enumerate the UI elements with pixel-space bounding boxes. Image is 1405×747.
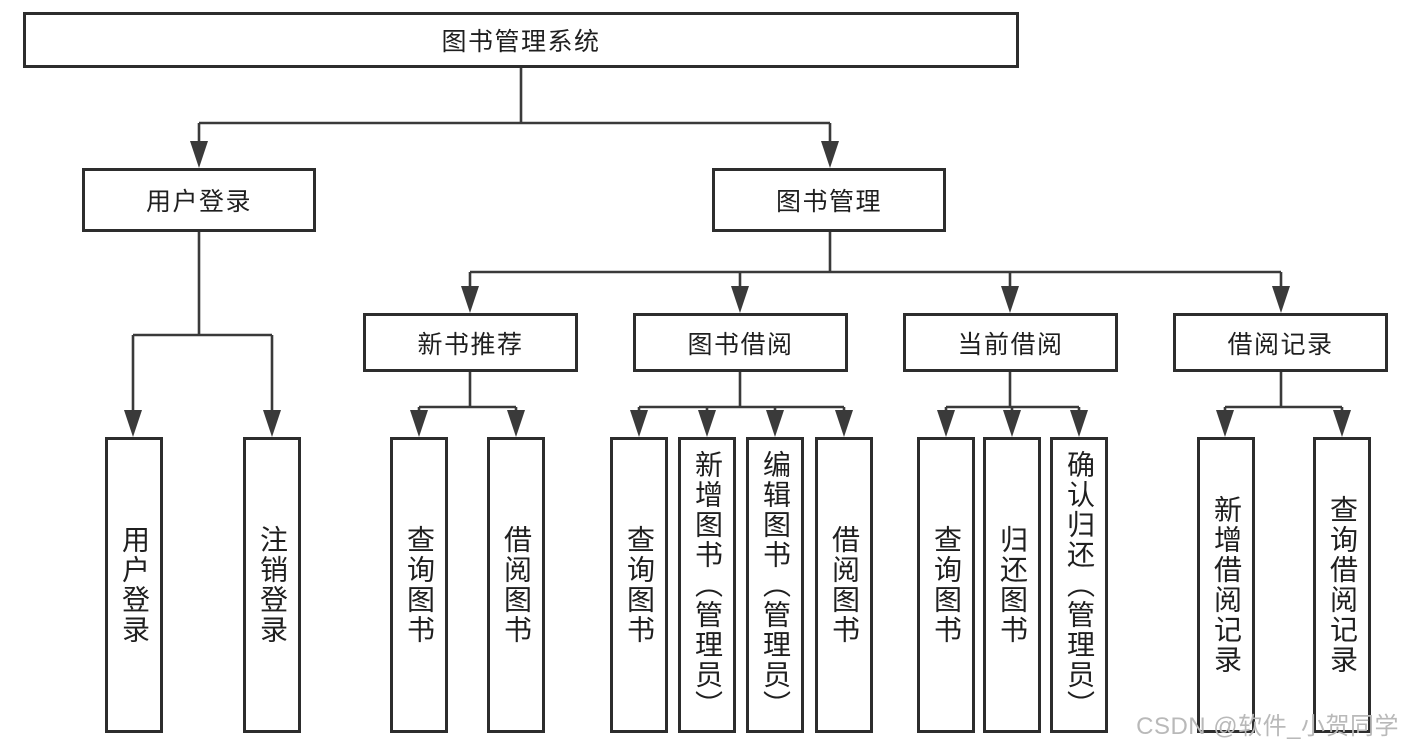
leaf-query-borrow-record-label: 查询借阅记录	[1327, 495, 1358, 675]
leaf-recommend-borrow-books: 借阅图书	[487, 437, 545, 733]
leaf-edit-books-admin: 编辑图书（管理员）	[746, 437, 804, 733]
leaf-edit-books-admin-label: 编辑图书（管理员）	[760, 450, 791, 720]
leaf-user-login: 用户登录	[105, 437, 163, 733]
node-borrow-records: 借阅记录	[1173, 313, 1388, 372]
leaf-borrow-query-books-label: 查询图书	[624, 525, 655, 645]
connector-book-borrow-children	[630, 372, 853, 437]
leaf-current-query-books: 查询图书	[917, 437, 975, 733]
leaf-add-borrow-record: 新增借阅记录	[1197, 437, 1255, 733]
node-current-borrow: 当前借阅	[903, 313, 1118, 372]
leaf-recommend-query-books: 查询图书	[390, 437, 448, 733]
node-user-login: 用户登录	[82, 168, 316, 232]
leaf-confirm-return-admin-label: 确认归还（管理员）	[1064, 450, 1095, 720]
leaf-user-login-label: 用户登录	[119, 525, 150, 645]
csdn-watermark: CSDN @软件_小贺同学	[1136, 713, 1399, 740]
leaf-logout-label: 注销登录	[257, 525, 288, 645]
leaf-return-books: 归还图书	[983, 437, 1041, 733]
connector-current-borrow-children	[937, 372, 1088, 437]
leaf-borrow-query-books: 查询图书	[610, 437, 668, 733]
leaf-add-borrow-record-label: 新增借阅记录	[1211, 495, 1242, 675]
leaf-recommend-borrow-books-label: 借阅图书	[501, 525, 532, 645]
node-book-borrow: 图书借阅	[633, 313, 848, 372]
leaf-add-books-admin: 新增图书（管理员）	[678, 437, 736, 733]
connector-new-book-recommend-children	[410, 372, 525, 437]
node-new-book-recommend: 新书推荐	[363, 313, 578, 372]
leaf-borrow-books: 借阅图书	[815, 437, 873, 733]
leaf-recommend-query-books-label: 查询图书	[404, 525, 435, 645]
leaf-return-books-label: 归还图书	[997, 525, 1028, 645]
node-library-management-system: 图书管理系统	[23, 12, 1019, 68]
leaf-add-books-admin-label: 新增图书（管理员）	[692, 450, 723, 720]
connector-root-to-level2	[190, 67, 839, 168]
connector-borrow-records-children	[1216, 372, 1351, 437]
connector-user-login-children	[124, 232, 281, 437]
leaf-confirm-return-admin: 确认归还（管理员）	[1050, 437, 1108, 733]
leaf-query-borrow-record: 查询借阅记录	[1313, 437, 1371, 733]
leaf-borrow-books-label: 借阅图书	[829, 525, 860, 645]
connector-book-management-children	[461, 232, 1290, 313]
leaf-logout: 注销登录	[243, 437, 301, 733]
leaf-current-query-books-label: 查询图书	[931, 525, 962, 645]
node-book-management: 图书管理	[712, 168, 946, 232]
